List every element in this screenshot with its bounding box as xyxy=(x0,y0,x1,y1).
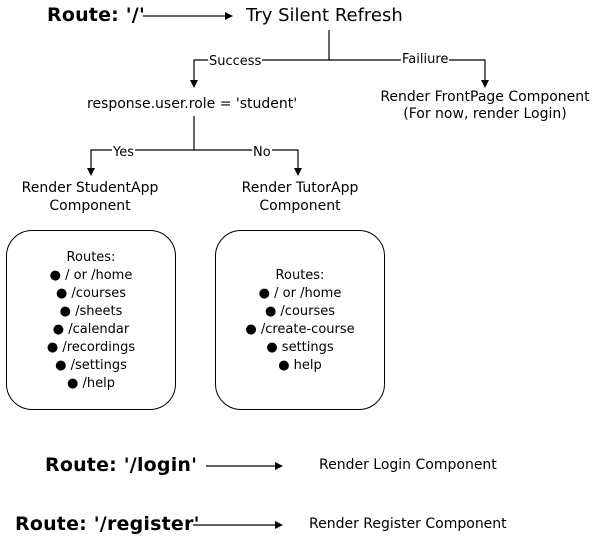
yes-arrow xyxy=(87,149,194,176)
student-app-title-line-1: Render StudentApp xyxy=(21,180,159,196)
tutor-routes-heading: Routes: xyxy=(275,268,325,283)
root-route-label: Route: '/' xyxy=(47,4,145,26)
tutor-app-title-line-2: Component xyxy=(259,198,341,214)
student-route-item: ● /recordings xyxy=(46,340,136,355)
student-route-item: ● / or /home xyxy=(49,268,133,283)
tutor-route-item: ● help xyxy=(278,358,322,373)
render-register-node: Render Register Component xyxy=(309,516,507,532)
tutor-app-node: Render TutorApp Component xyxy=(214,179,386,215)
tutor-route-item: ● settings xyxy=(266,340,334,355)
register-route-label: Route: '/register' xyxy=(15,513,200,535)
tutor-route-item: ● / or /home xyxy=(258,286,342,301)
tutor-routes-box: Routes: ● / or /home ● /courses ● /creat… xyxy=(215,230,385,410)
student-routes-box: Routes: ● / or /home ● /courses ● /sheet… xyxy=(6,230,176,410)
success-label: Success xyxy=(208,54,263,69)
tutor-route-item: ● /courses xyxy=(264,304,336,319)
no-arrow xyxy=(194,149,302,176)
no-label: No xyxy=(252,145,272,160)
tutor-app-title-line-1: Render TutorApp xyxy=(241,180,359,196)
failure-arrow xyxy=(329,59,489,88)
frontpage-line-2: (For now, render Login) xyxy=(403,106,567,122)
student-app-title-line-2: Component xyxy=(49,198,131,214)
student-app-node: Render StudentApp Component xyxy=(4,179,176,215)
render-login-node: Render Login Component xyxy=(319,457,497,473)
condition-node: response.user.role = 'student' xyxy=(87,96,298,112)
student-routes-heading: Routes: xyxy=(66,250,116,265)
student-route-item: ● /settings xyxy=(55,358,127,373)
student-route-item: ● /help xyxy=(67,376,115,391)
try-silent-refresh-node: Try Silent Refresh xyxy=(246,5,403,26)
frontpage-line-1: Render FrontPage Component xyxy=(380,89,590,105)
student-route-item: ● /courses xyxy=(55,286,127,301)
tutor-route-item: ● /create-course xyxy=(245,322,355,337)
yes-label: Yes xyxy=(112,145,135,160)
failure-label: Failiure xyxy=(401,52,450,67)
login-route-label: Route: '/login' xyxy=(45,454,198,476)
frontpage-node: Render FrontPage Component (For now, ren… xyxy=(370,89,600,123)
student-route-item: ● /calendar xyxy=(52,322,130,337)
success-arrow xyxy=(190,59,329,88)
student-route-item: ● /sheets xyxy=(59,304,123,319)
